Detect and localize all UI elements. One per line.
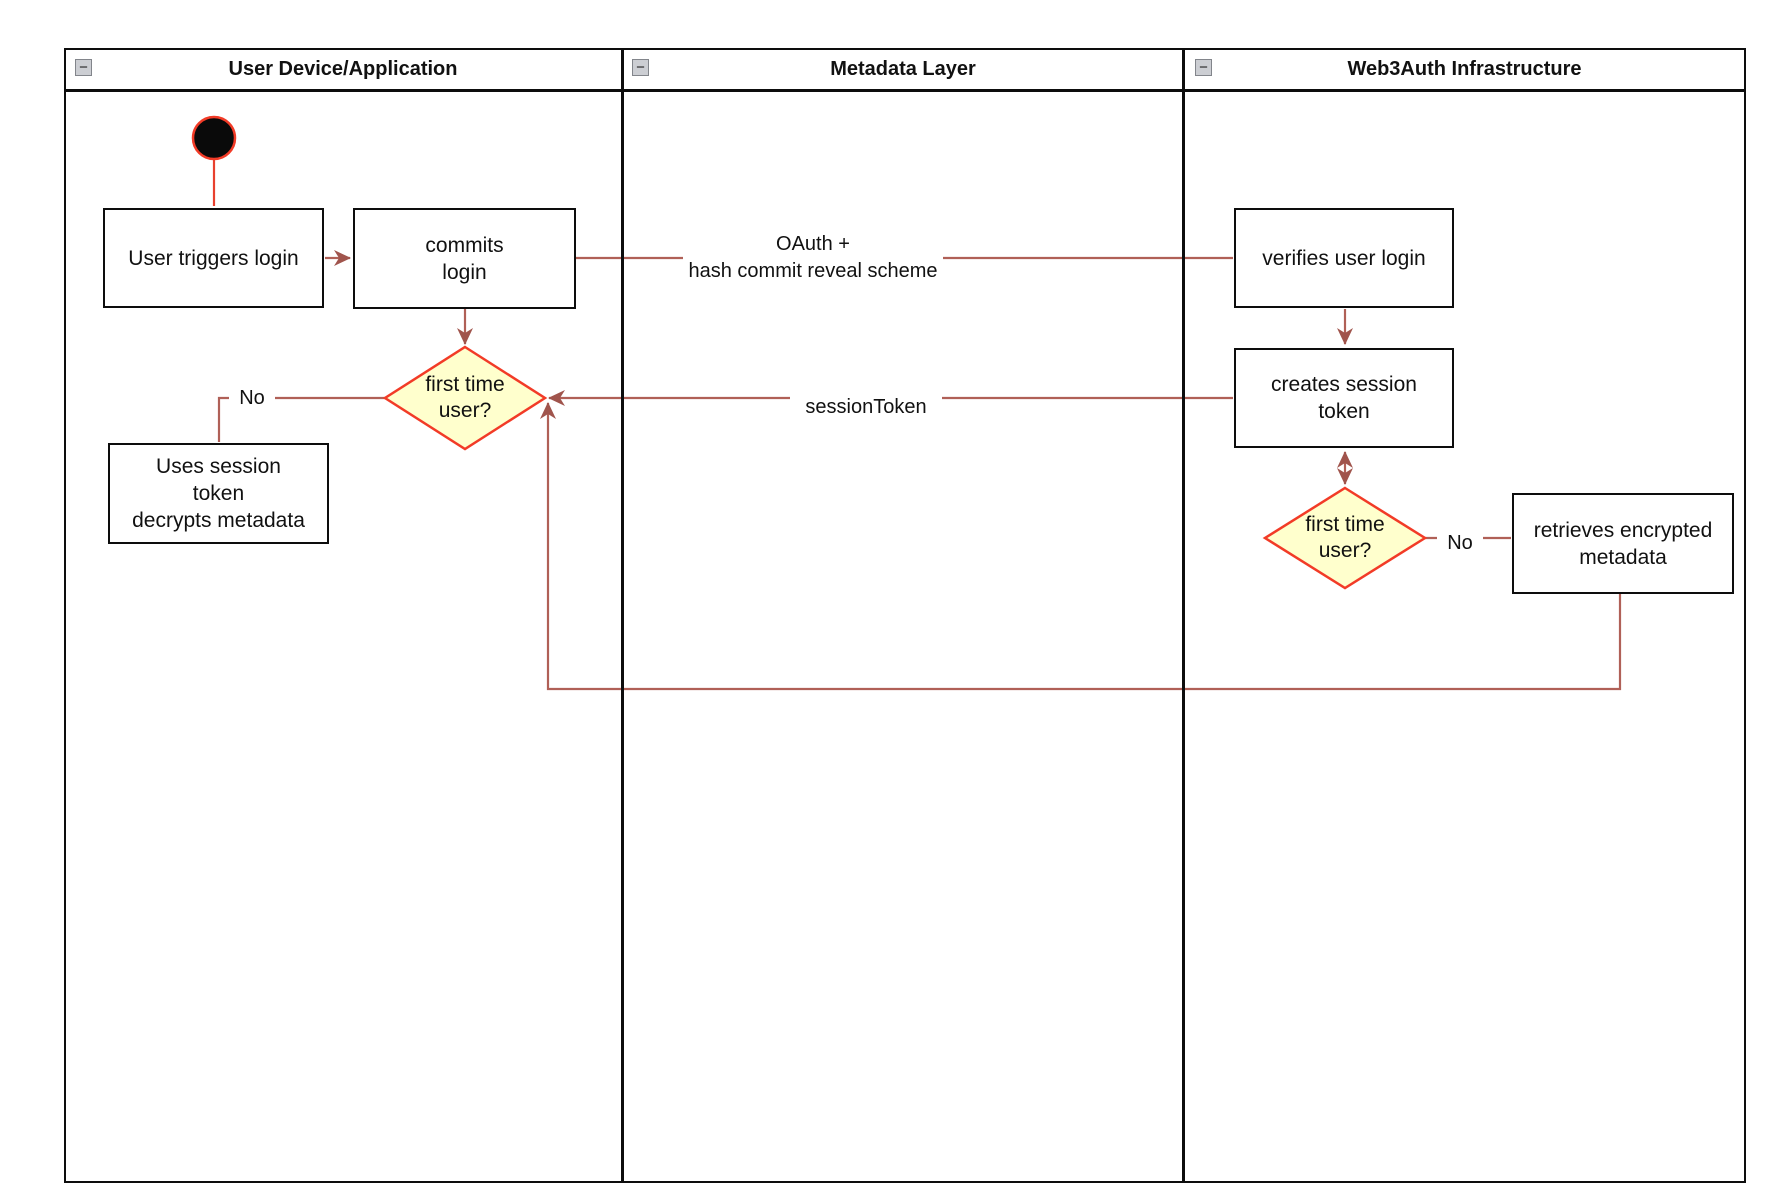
- node-commits-login[interactable]: commits login: [353, 208, 576, 309]
- lane-title-text: User Device/Application: [228, 58, 458, 80]
- edge-loop-back: [540, 402, 1622, 691]
- lane-header-underline: [64, 89, 1746, 92]
- node-uses-session-token[interactable]: Uses session token decrypts metadata: [108, 443, 329, 544]
- lane-title-text: Metadata Layer: [830, 58, 976, 80]
- lane-divider-1: [621, 48, 624, 1183]
- edge-no-left: [217, 396, 385, 442]
- node-retrieves-encrypted-metadata[interactable]: retrieves encrypted metadata: [1512, 493, 1734, 594]
- collapse-icon[interactable]: −: [75, 59, 92, 76]
- decision-first-time-user-left[interactable]: [382, 345, 548, 451]
- lane-divider-2: [1182, 48, 1185, 1183]
- collapse-icon[interactable]: −: [1195, 59, 1212, 76]
- lane-header-user-device: User Device/Application: [65, 49, 621, 90]
- lane-header-web3auth: Web3Auth Infrastructure: [1185, 49, 1744, 90]
- edge-label-no-left: No: [229, 386, 275, 411]
- collapse-icon[interactable]: −: [632, 59, 649, 76]
- lane-title-text: Web3Auth Infrastructure: [1347, 58, 1582, 80]
- start-node[interactable]: [191, 115, 237, 161]
- decision-label-left: first time user?: [425, 373, 505, 422]
- lane-header-metadata-layer: Metadata Layer: [624, 49, 1182, 90]
- node-creates-session-token[interactable]: creates session token: [1234, 348, 1454, 448]
- pool-frame: [64, 48, 1746, 1183]
- node-verifies-user-login[interactable]: verifies user login: [1234, 208, 1454, 308]
- node-user-triggers-login[interactable]: User triggers login: [103, 208, 324, 308]
- edge-label-oauth: OAuth + hash commit reveal scheme: [683, 230, 943, 286]
- edge-label-session-token: sessionToken: [790, 393, 942, 421]
- decision-first-time-user-right[interactable]: [1262, 486, 1428, 590]
- edge-label-no-right: No: [1437, 530, 1483, 557]
- decision-label-right: first time user?: [1305, 513, 1385, 562]
